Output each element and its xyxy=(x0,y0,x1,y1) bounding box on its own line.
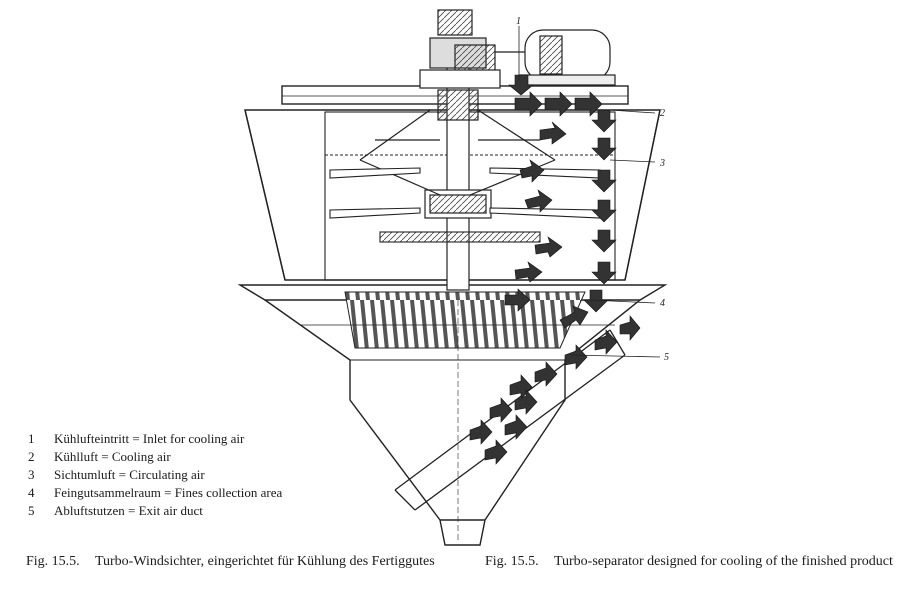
caption-text: Turbo-Windsichter, eingerichtet für Kühl… xyxy=(94,554,435,569)
motor xyxy=(495,29,616,86)
legend-item: 2 Kühlluft = Cooling air xyxy=(28,448,282,466)
caption-english: Fig. 15.5. Turbo-separator designed for … xyxy=(485,553,905,570)
legend-number: 3 xyxy=(28,467,35,482)
legend-item: 5 Abluftstutzen = Exit air duct xyxy=(28,502,282,520)
legend-item: 1 Kühlufteintritt = Inlet for cooling ai… xyxy=(28,430,282,448)
legend: 1 Kühlufteintritt = Inlet for cooling ai… xyxy=(28,430,282,520)
legend-text: Abluftstutzen = Exit air duct xyxy=(54,503,203,518)
fines-collection-fins xyxy=(344,291,586,349)
callout-labels: 1 2 3 4 5 xyxy=(516,16,669,363)
callout-1: 1 xyxy=(516,16,521,27)
legend-number: 2 xyxy=(28,449,35,464)
rotor-blades xyxy=(329,167,601,243)
legend-number: 4 xyxy=(28,485,35,500)
legend-text: Sichtumluft = Circulating air xyxy=(54,467,205,482)
support-struts xyxy=(359,109,556,196)
legend-text: Kühlluft = Cooling air xyxy=(54,449,171,464)
callout-3: 3 xyxy=(659,158,665,169)
callout-5: 5 xyxy=(664,352,669,363)
callout-leaders xyxy=(518,26,661,358)
caption-german: Fig. 15.5. Turbo-Windsichter, eingericht… xyxy=(26,553,456,570)
legend-number: 1 xyxy=(28,431,35,446)
caption-label: Fig. 15.5. xyxy=(26,554,80,569)
legend-number: 5 xyxy=(28,503,35,518)
callout-2: 2 xyxy=(660,108,665,119)
caption-text: Turbo-separator designed for cooling of … xyxy=(553,554,893,569)
lower-cone xyxy=(264,299,641,546)
airflow-arrows xyxy=(469,74,641,465)
legend-item: 3 Sichtumluft = Circulating air xyxy=(28,466,282,484)
callout-4: 4 xyxy=(660,298,665,309)
legend-item: 4 Feingutsammelraum = Fines collection a… xyxy=(28,484,282,502)
gearbox xyxy=(419,9,501,89)
legend-text: Kühlufteintritt = Inlet for cooling air xyxy=(54,431,245,446)
caption-label: Fig. 15.5. xyxy=(485,554,539,569)
legend-text: Feingutsammelraum = Fines collection are… xyxy=(54,485,283,500)
